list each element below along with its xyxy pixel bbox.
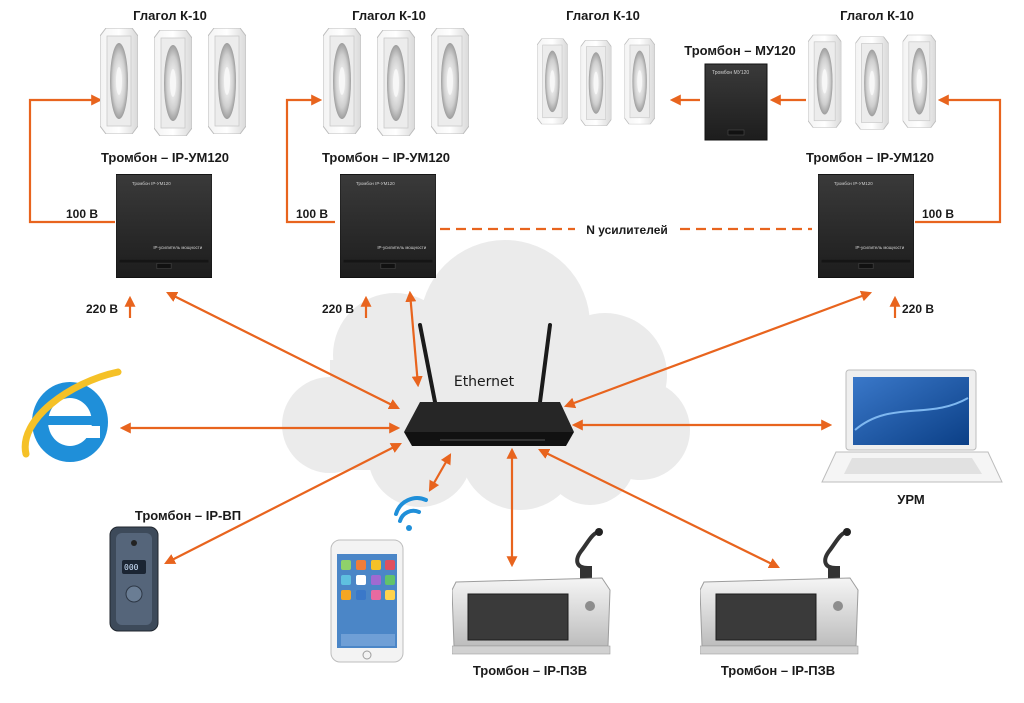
link-smartphone <box>428 453 452 492</box>
voltage-220-left: 220 В <box>86 302 118 316</box>
intercom-label: Тромбон – IP-ВП <box>135 508 241 523</box>
microphone-console-icon-2 <box>700 528 860 656</box>
connection-lines <box>28 94 1002 569</box>
amplifier-icon-second <box>340 173 436 279</box>
speaker-label-2: Глагол К-10 <box>352 8 426 23</box>
line-100v-left <box>28 94 115 224</box>
console-label-1: Тромбон – IP-ПЗВ <box>473 663 587 678</box>
voltage-220-right: 220 В <box>902 302 934 316</box>
booster-amplifier-icon: Тромбон МУ120 <box>704 63 768 141</box>
speaker-label-1: Глагол К-10 <box>133 8 207 23</box>
svg-text:Тромбон МУ120: Тромбон МУ120 <box>712 70 749 76</box>
speaker-label-4: Глагол К-10 <box>840 8 914 23</box>
voltage-100-left: 100 В <box>66 207 98 221</box>
laptop-icon <box>821 369 1003 483</box>
voltage-220-second: 220 В <box>322 302 354 316</box>
link-amp-second <box>405 290 423 388</box>
speaker-group-1 <box>100 28 246 136</box>
amplifier-icon-left <box>116 173 212 279</box>
amplifier-label-2: Тромбон – IP-УМ120 <box>322 150 450 165</box>
intercom-panel-icon: 000 <box>109 526 159 632</box>
wifi-icon <box>394 496 428 531</box>
smartphone-icon <box>330 539 404 663</box>
microphone-console-icon-1 <box>452 528 612 656</box>
speaker-group-2 <box>323 28 469 136</box>
voltage-100-second: 100 В <box>296 207 328 221</box>
booster-label: Тромбон – МУ120 <box>684 43 795 58</box>
link-amp-left <box>166 292 400 409</box>
line-100v-right <box>915 94 1002 224</box>
link-amp-right <box>563 290 873 409</box>
link-console-2 <box>538 448 780 569</box>
browser-icon <box>21 368 122 462</box>
speaker-label-3: Глагол К-10 <box>566 8 640 23</box>
speaker-group-3 <box>537 39 655 126</box>
voltage-100-right: 100 В <box>922 207 954 221</box>
console-label-2: Тромбон – IP-ПЗВ <box>721 663 835 678</box>
amplifier-icon-right <box>818 173 914 279</box>
svg-text:000: 000 <box>124 563 139 572</box>
link-intercom <box>164 443 402 564</box>
workstation-label: УРМ <box>897 492 924 507</box>
n-amplifiers-label: N усилителей <box>586 223 668 237</box>
amplifier-label-3: Тромбон – IP-УМ120 <box>806 150 934 165</box>
speaker-group-4 <box>808 35 936 130</box>
ethernet-label: Ethernet <box>454 374 515 390</box>
line-100v-second <box>285 94 335 224</box>
amplifier-label-1: Тромбон – IP-УМ120 <box>101 150 229 165</box>
router-icon <box>404 323 574 446</box>
